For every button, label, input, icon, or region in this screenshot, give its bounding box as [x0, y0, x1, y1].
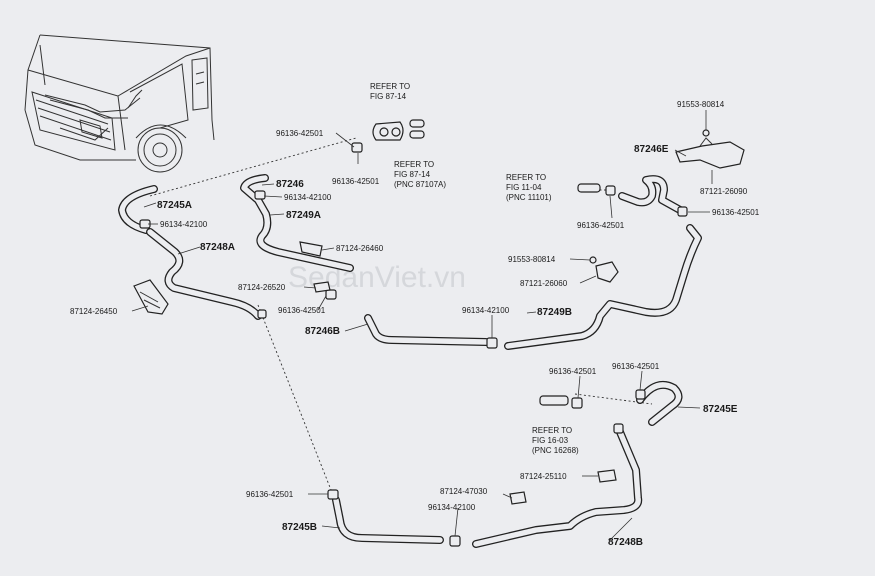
ref-16-03-line1[interactable]: REFER TO — [532, 426, 572, 435]
vehicle-illustration — [24, 34, 215, 173]
clamp-96136-42501-g — [635, 389, 646, 400]
label-96134-42100-b[interactable]: 96134-42100 — [284, 193, 332, 202]
clamp-96136-42501-c — [325, 289, 337, 300]
valve-87121-26090 — [675, 141, 745, 169]
clamp-96134-42100-b — [254, 190, 266, 200]
hose-87245e — [636, 381, 683, 426]
label-87246b[interactable]: 87246B — [305, 326, 340, 337]
hose-87246b — [364, 314, 490, 346]
ref-87107a-line1[interactable]: REFER TO — [394, 160, 434, 169]
ref-11-04-line1[interactable]: REFER TO — [506, 173, 546, 182]
label-96134-42100-d[interactable]: 96134-42100 — [428, 503, 476, 512]
hose-87245b — [332, 496, 444, 544]
label-96136-42501-g[interactable]: 96136-42501 — [612, 362, 660, 371]
label-96136-42501-a[interactable]: 96136-42501 — [276, 129, 324, 138]
label-87249a[interactable]: 87249A — [286, 210, 321, 221]
label-96136-42501-e[interactable]: 96136-42501 — [712, 208, 760, 217]
label-87124-26520[interactable]: 87124-26520 — [238, 283, 286, 292]
label-87246e[interactable]: 87246E — [634, 144, 669, 155]
label-96134-42100-a[interactable]: 96134-42100 — [160, 220, 208, 229]
label-87124-26450[interactable]: 87124-26450 — [70, 307, 118, 316]
label-87245a[interactable]: 87245A — [157, 200, 192, 211]
label-96136-42501-f[interactable]: 96136-42501 — [549, 367, 597, 376]
ref-16-03-line2[interactable]: FIG 16-03 — [532, 436, 569, 445]
label-91553-80814-b[interactable]: 91553-80814 — [508, 255, 556, 264]
label-87248a[interactable]: 87248A — [200, 242, 235, 253]
clamp-96136-42501-h — [327, 489, 339, 500]
fitting-16268 — [539, 395, 569, 406]
label-87245e[interactable]: 87245E — [703, 404, 738, 415]
clamp-96136-42501-a — [351, 142, 363, 153]
leader-lines — [131, 110, 713, 541]
clamp-96134-42100-c — [486, 337, 498, 349]
label-91553-80814-a[interactable]: 91553-80814 — [677, 100, 725, 109]
bracket-87124-25110 — [597, 469, 617, 483]
reference-dotted-lines — [149, 137, 653, 496]
hose-87249b — [504, 224, 702, 350]
hose-87248b — [472, 428, 643, 548]
ref-11-04-line2[interactable]: FIG 11-04 — [506, 183, 542, 192]
clamp-96134-42100-d — [449, 535, 461, 547]
fitting-11101 — [577, 183, 601, 193]
ref-16-03-line3[interactable]: (PNC 16268) — [532, 446, 579, 455]
label-96136-42501-d[interactable]: 96136-42501 — [577, 221, 625, 230]
label-87249b[interactable]: 87249B — [537, 307, 572, 318]
label-87121-26060[interactable]: 87121-26060 — [520, 279, 568, 288]
bracket-87124-47030 — [509, 491, 527, 505]
clamps-and-fittings — [133, 119, 745, 547]
ref-87-14-line2[interactable]: FIG 87-14 — [370, 92, 407, 101]
label-96134-42100-c[interactable]: 96134-42100 — [462, 306, 510, 315]
hose-87245a — [118, 185, 158, 234]
hose-87249a — [240, 174, 354, 272]
clamp-96136-42501-f — [571, 397, 583, 409]
bracket-87124-26520 — [313, 281, 331, 293]
hose-87246e — [618, 175, 684, 214]
clamp-96136-42501-d — [605, 185, 616, 196]
label-87124-47030[interactable]: 87124-47030 — [440, 487, 488, 496]
label-87124-26460[interactable]: 87124-26460 — [336, 244, 384, 253]
ref-87-14-line1[interactable]: REFER TO — [370, 82, 410, 91]
ref-87107a-line2[interactable]: FIG 87-14 — [394, 170, 431, 179]
clamp-96136-42501-e — [677, 206, 688, 217]
hose-87248a — [146, 228, 262, 320]
part-labels: 87245A 96134-42100 87248A 87124-26450 96… — [70, 100, 760, 548]
reference-notes: REFER TO FIG 87-14 REFER TO FIG 87-14 (P… — [370, 82, 579, 455]
label-87246[interactable]: 87246 — [276, 179, 304, 190]
label-96136-42501-h[interactable]: 96136-42501 — [246, 490, 294, 499]
label-87248b[interactable]: 87248B — [608, 537, 643, 548]
valve-87121-26060 — [595, 261, 619, 283]
label-96136-42501-b[interactable]: 96136-42501 — [332, 177, 380, 186]
ref-11-04-line3[interactable]: (PNC 11101) — [506, 193, 552, 202]
label-87124-25110[interactable]: 87124-25110 — [520, 472, 567, 481]
label-87245b[interactable]: 87245B — [282, 522, 317, 533]
bracket-87124-26460 — [299, 241, 323, 257]
label-96136-42501-c[interactable]: 96136-42501 — [278, 306, 326, 315]
ref-87107a-line3[interactable]: (PNC 87107A) — [394, 180, 446, 189]
bracket-87124-26450 — [133, 279, 169, 315]
label-87121-26090[interactable]: 87121-26090 — [700, 187, 748, 196]
